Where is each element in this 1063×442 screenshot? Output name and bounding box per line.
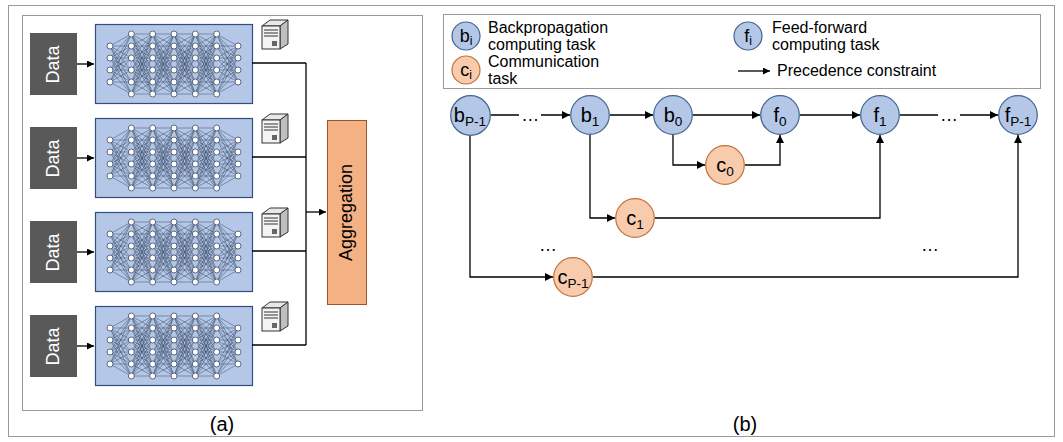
box-label: Data	[43, 139, 64, 177]
precedence-arrow	[470, 136, 553, 278]
precedence-arrow	[610, 114, 653, 115]
task-label: cP-1	[557, 267, 588, 287]
precedence-arrow	[655, 135, 880, 218]
task-label: c1	[626, 208, 644, 228]
legend-arrow-sample	[738, 70, 770, 71]
ellipsis: …	[539, 235, 557, 256]
data-arrows	[77, 64, 94, 346]
legend-text: Precedence constraint	[777, 62, 977, 79]
precedence-arrow	[745, 135, 780, 165]
edge-label: …	[519, 105, 541, 126]
legend-symbol: fi	[744, 26, 752, 47]
precedence-arrow	[593, 135, 1018, 277]
data-box: Data	[30, 221, 77, 283]
box-label: Data	[43, 45, 64, 83]
task-label: b1	[581, 105, 600, 125]
aggregation-wires	[252, 63, 326, 345]
precedence-arrow	[800, 114, 860, 115]
box-label: Data	[43, 327, 64, 365]
compute-task-circle: b0	[653, 95, 693, 135]
outer-frame	[9, 6, 1055, 437]
legend-symbol: ci	[460, 60, 472, 81]
precedence-arrow	[590, 135, 615, 218]
box-label: Data	[43, 233, 64, 271]
legend-text: Communication task	[488, 53, 616, 87]
compute-task-circle: fP-1	[998, 95, 1038, 135]
legend-swatch	[452, 56, 480, 84]
aggregation-box: Aggregation	[327, 120, 367, 305]
legend-text: Feed-forward computing task	[772, 19, 902, 53]
compute-task-circle: f0	[760, 95, 800, 135]
compute-task-circle: f1	[860, 95, 900, 135]
task-label: fP-1	[1005, 105, 1032, 125]
task-label: bP-1	[454, 105, 486, 125]
panel-label: (b)	[733, 413, 757, 436]
precedence-arrow	[673, 135, 705, 165]
compute-task-circle: b1	[570, 95, 610, 135]
legend-text: Backpropagation computing task	[488, 19, 628, 53]
neural-network-boxes	[96, 25, 253, 386]
panel-frame	[23, 16, 423, 411]
legend-swatch	[452, 22, 480, 50]
task-label: f0	[773, 105, 786, 125]
box-label: Aggregation	[337, 164, 358, 261]
legend-swatch	[734, 22, 762, 50]
data-box: Data	[30, 33, 77, 95]
task-label: c0	[716, 155, 734, 175]
server-icons	[262, 20, 288, 331]
task-label: b0	[664, 105, 683, 125]
data-box: Data	[30, 127, 77, 189]
precedence-arrow	[693, 114, 760, 115]
communication-task-circle: c0	[705, 145, 745, 185]
communication-task-circle: cP-1	[553, 257, 593, 297]
edge-label: …	[938, 105, 960, 126]
ellipsis: …	[921, 235, 939, 256]
communication-task-circle: c1	[615, 198, 655, 238]
task-label: f1	[873, 105, 886, 125]
compute-task-circle: bP-1	[450, 95, 491, 136]
panel-label: (a)	[210, 413, 234, 436]
legend-symbol: bi	[460, 26, 473, 47]
legend-frame	[444, 15, 1041, 89]
data-box: Data	[30, 315, 77, 377]
